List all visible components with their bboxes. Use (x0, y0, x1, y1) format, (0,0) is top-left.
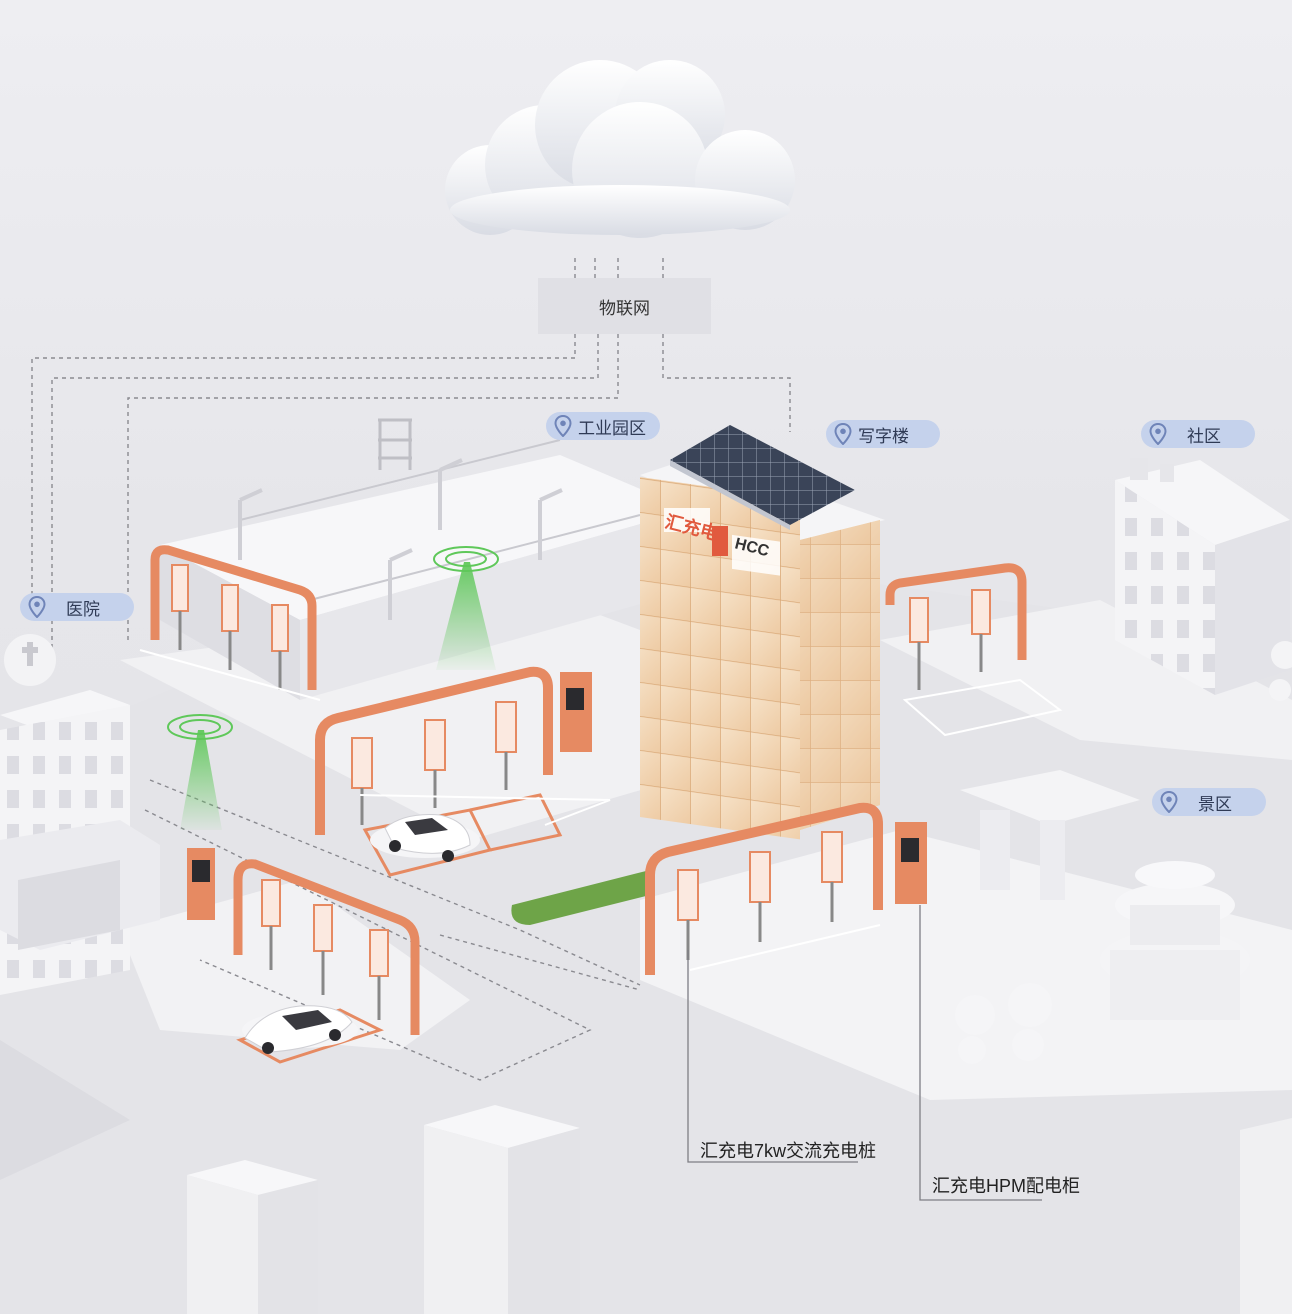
hedge (511, 870, 650, 925)
signal-icon (433, 546, 499, 670)
location-pin-scenic[interactable]: 景区 (1152, 788, 1266, 816)
callout-ac-charger: 汇充电7kw交流充电桩 (700, 1141, 877, 1161)
office-tower (640, 425, 885, 840)
cloud-icon (445, 60, 795, 238)
location-pin-hospital[interactable]: 医院 (20, 593, 134, 621)
location-pin-icon (1149, 423, 1167, 445)
scenic-area (955, 770, 1250, 1064)
location-label: 医院 (66, 599, 100, 619)
signal-icon (167, 714, 233, 830)
hospital-building (0, 634, 160, 995)
location-pin-office[interactable]: 写字楼 (826, 420, 940, 448)
charging-station-office (885, 563, 1063, 737)
location-pin-community[interactable]: 社区 (1141, 420, 1255, 448)
location-pin-icon (834, 423, 852, 445)
location-label: 景区 (1198, 794, 1232, 814)
car (370, 814, 480, 862)
callout-lines (687, 905, 1042, 1201)
location-pin-icon (1160, 791, 1178, 813)
location-label: 社区 (1187, 426, 1221, 446)
charging-station-hospital (187, 848, 420, 1064)
callout-hpm-cabinet: 汇充电HPM配电柜 (932, 1176, 1080, 1196)
car (242, 1005, 358, 1054)
iot-label: 物联网 (599, 298, 650, 318)
charging-station-scenic (645, 802, 927, 975)
community-building (1115, 458, 1292, 701)
location-label: 写字楼 (858, 426, 909, 446)
location-label: 工业园区 (578, 418, 646, 438)
location-pin-icon (554, 415, 572, 437)
charging-station-industrial (139, 545, 321, 701)
location-pin-industrial[interactable]: 工业园区 (546, 412, 660, 440)
foreground-blocks (187, 1105, 1292, 1314)
iot-label-box: 物联网 (538, 278, 711, 334)
location-pin-icon (28, 596, 46, 618)
